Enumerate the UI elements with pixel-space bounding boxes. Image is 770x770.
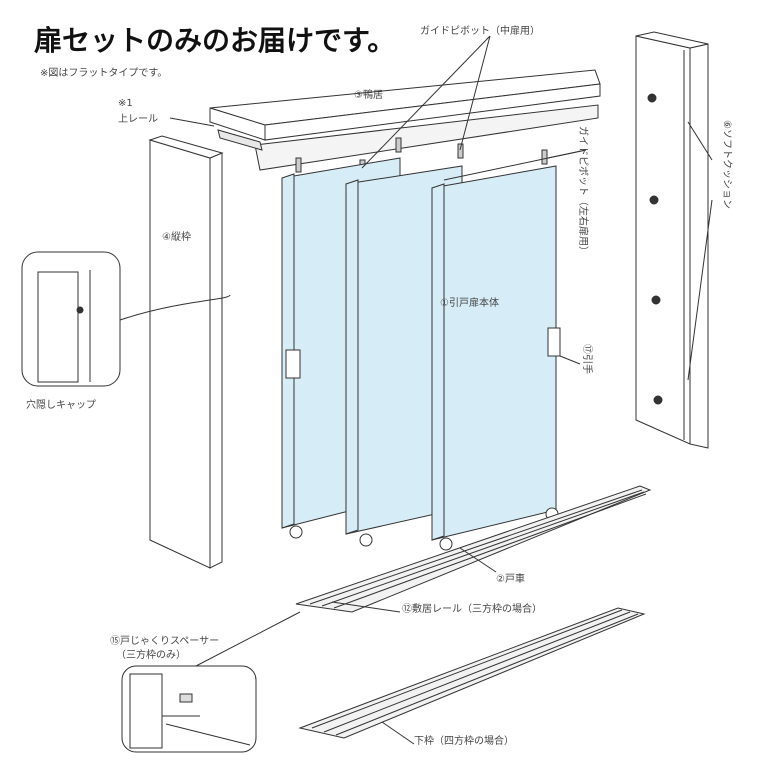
label-door-body: ①引戸扉本体 [440, 296, 499, 309]
screw-caps-right [647, 93, 663, 405]
label-tatewaku: ④縦枠 [162, 230, 191, 243]
label-guide-pivot-center: ガイドピボット（中扉用） [420, 24, 540, 37]
label-upper-rail: 上レール [118, 113, 158, 125]
label-tosha: ②戸車 [496, 572, 525, 585]
inset-spacer [121, 611, 301, 753]
tatewaku-left [148, 135, 224, 569]
diagram-title: 扉セットのみのお届けです。 [34, 24, 395, 57]
shikii-rail [295, 485, 652, 613]
shitawaku-rail [298, 607, 646, 739]
kamoi-beam [209, 69, 601, 171]
label-shikii-rail: ⑫敷居レール（三方枠の場合） [402, 602, 542, 615]
label-shitawaku: 下枠（四方枠の場合） [414, 734, 514, 747]
label-soft-cushion: ⑥ソフトクッション [721, 120, 733, 209]
label-spacer-1: ⑮戸じゃくりスペーサー [110, 635, 219, 647]
label-spacer-2: （三方枠のみ） [116, 648, 186, 661]
label-upper-rail-mark: ※1 [118, 98, 133, 109]
inset-cap [21, 251, 231, 387]
note-text: ※図はフラットタイプです。 [40, 67, 167, 79]
leader-lines [169, 35, 713, 745]
tatewaku-right [635, 31, 709, 449]
label-cap: 穴隠しキャップ [26, 398, 96, 411]
door-right [431, 165, 561, 551]
label-guide-pivot-side: ガイドピボット（左右扉用） [577, 126, 590, 256]
label-kamoi: ③鴨居 [354, 88, 383, 101]
label-handle: ⑰引手 [581, 344, 594, 374]
